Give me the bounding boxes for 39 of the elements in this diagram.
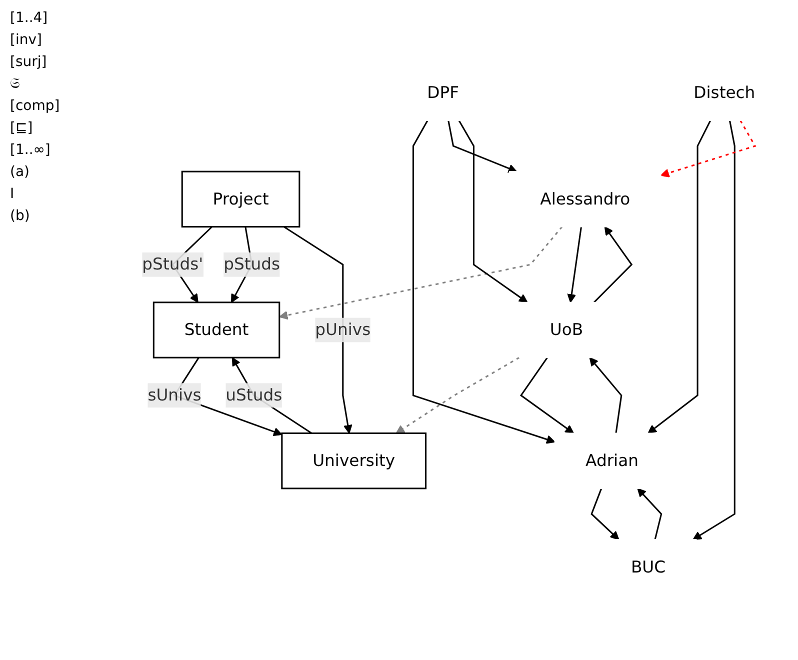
node-box: Student	[152, 302, 280, 358]
edge-label: pStuds'	[142, 254, 204, 274]
arrow	[648, 120, 712, 434]
node-text: Adrian	[586, 450, 638, 470]
arrow	[396, 356, 520, 434]
arrow	[692, 120, 736, 540]
note-label: 𝔖	[10, 76, 21, 92]
edge-label: uStuds	[226, 385, 282, 405]
arrow	[520, 357, 574, 434]
note-label: [1..4]	[10, 10, 49, 26]
edge-label: pStuds	[224, 254, 280, 274]
note-label: [surj]	[10, 54, 48, 70]
arrow	[593, 226, 633, 303]
arrow	[567, 226, 582, 303]
edge-label: sUnivs	[148, 385, 202, 405]
note-label: (b)	[10, 208, 31, 224]
node-box: Project	[181, 170, 300, 228]
arrow	[589, 357, 622, 434]
arrow	[283, 226, 352, 434]
note-label: (a)	[10, 164, 31, 180]
arrow	[637, 488, 662, 540]
arrow	[590, 488, 620, 540]
arrow	[412, 120, 556, 444]
edge-label: pUnivs	[315, 320, 371, 340]
note-label: I	[10, 186, 16, 202]
node-text: Distech	[694, 82, 756, 102]
node-text: Alessandro	[540, 188, 630, 208]
note-label: [1..∞]	[10, 142, 52, 158]
node-box: University	[281, 432, 427, 490]
arrow	[278, 226, 563, 320]
node-text: DPF	[427, 82, 459, 102]
node-text: BUC	[630, 556, 666, 576]
arrow	[448, 120, 518, 173]
note-label: [comp]	[10, 98, 61, 114]
note-label: [⊑]	[10, 120, 34, 136]
note-label: [inv]	[10, 32, 43, 48]
node-text: UoB	[550, 320, 584, 340]
arrow	[660, 120, 756, 178]
arrow	[458, 120, 528, 303]
